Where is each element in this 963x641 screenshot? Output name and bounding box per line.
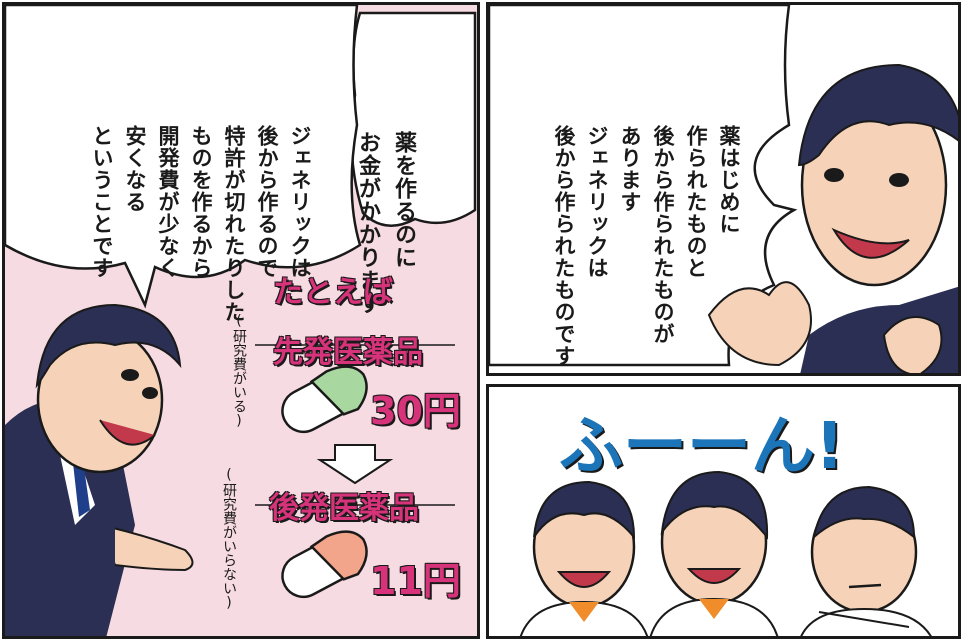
student-3-figure xyxy=(800,485,932,636)
example-title: たとえば xyxy=(273,275,393,310)
rt-line-2: 作られたものと xyxy=(684,125,708,279)
rt-line-6: 後から作られたものです xyxy=(552,125,576,367)
bubble-b-line-6: 安くなる xyxy=(123,125,147,213)
bubble-a-text: 薬を作るのに お金がかかります xyxy=(313,27,457,315)
generic-drug-note: (研究費がいらない) xyxy=(221,467,237,611)
left-panel: 薬を作るのに お金がかかります ジェネリックは 後から作るので 特許が切れたりし… xyxy=(2,2,480,639)
left-panel-art xyxy=(5,5,477,636)
rt-line-5: ジェネリックは xyxy=(585,125,609,279)
bubble-b-line-5: 開発費が少なく xyxy=(156,125,180,279)
rt-line-1: 薬はじめに xyxy=(717,125,741,235)
bubble-a-line-2: お金がかかります xyxy=(355,131,380,315)
bubble-b-line-7: ということです xyxy=(90,125,114,279)
capsule-generic-icon xyxy=(281,530,368,599)
brand-drug-label: 先発医薬品 xyxy=(273,335,423,370)
student-2-figure xyxy=(649,470,779,636)
right-bottom-panel-art xyxy=(519,470,932,636)
right-top-bubble-text: 薬はじめに 作られたものと 後から作られたものが あります ジェネリックは 後か… xyxy=(514,25,778,370)
rt-line-4: あります xyxy=(618,125,642,213)
right-top-panel: 薬はじめに 作られたものと 後から作られたものが あります ジェネリックは 後か… xyxy=(486,2,961,376)
bubble-b-text: ジェネリックは 後から作るので 特許が切れたりした ものを作るから 開発費が少な… xyxy=(52,25,349,323)
exclamation-text: ふーーん! xyxy=(559,410,845,484)
bubble-b-shape xyxy=(5,5,362,309)
bubble-a-line-1: 薬を作るのに xyxy=(391,131,416,269)
right-top-panel-art xyxy=(489,5,958,373)
teacher-left-figure xyxy=(5,303,194,636)
generic-drug-price: 11円 xyxy=(370,559,461,603)
brand-drug-note: (研究費がいる) xyxy=(231,313,247,429)
rt-line-3: 後から作られたものが xyxy=(651,125,675,345)
student-1-figure xyxy=(519,480,649,636)
bubble-b-line-4: ものを作るから xyxy=(189,125,213,279)
right-bottom-panel: ふーーん! xyxy=(486,384,961,639)
generic-drug-label: 後発医薬品 xyxy=(269,491,419,526)
brand-drug-price: 30円 xyxy=(370,389,461,433)
capsule-brand-icon xyxy=(281,365,368,434)
down-arrow-icon xyxy=(316,444,394,485)
bubble-b-line-3: 特許が切れたりした xyxy=(222,125,246,323)
bubble-b-line-2: 後から作るので xyxy=(255,125,279,279)
bubble-b-line-1: ジェネリックは xyxy=(288,125,312,279)
teacher-right-figure xyxy=(707,63,958,373)
